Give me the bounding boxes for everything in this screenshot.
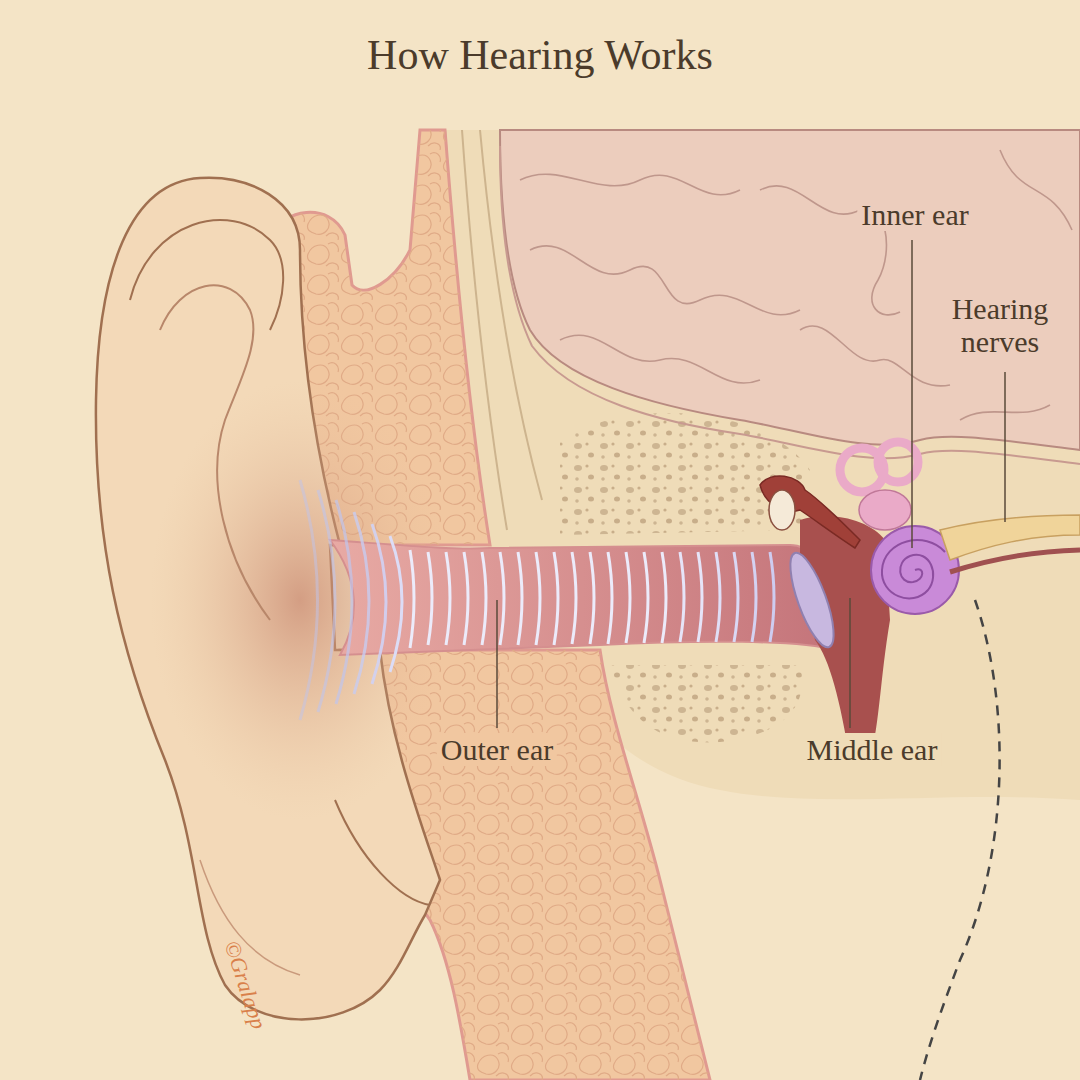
sound-waves [354,512,369,694]
sound-waves [300,480,774,720]
sound-waves [626,552,630,643]
part-label: Outer ear [437,733,557,766]
brain [520,174,740,195]
sound-waves [608,552,612,644]
brain [500,130,1080,450]
sound-waves [590,552,594,644]
sound-waves [518,552,522,645]
sound-waves [390,536,402,672]
brain [500,130,1080,464]
sound-waves [752,552,756,642]
sound-waves [464,552,468,645]
sound-waves [644,552,648,643]
brain [800,326,950,386]
inner-ear [840,442,959,614]
sound-waves [372,524,386,684]
leader-line [497,240,1005,728]
sound-waves [662,552,666,643]
sound-waves [536,552,540,645]
sound-waves [428,552,432,645]
temporal-bone [560,413,810,535]
diagram-title: How Hearing Works [367,32,713,78]
sound-waves [680,552,684,642]
hearing-nerve [940,515,1080,572]
sound-waves [336,500,352,704]
sound-waves [446,552,450,645]
pinna [130,220,283,330]
part-label: Inner ear [857,198,972,231]
leader-line [849,598,851,728]
sound-waves [734,552,738,642]
dashed-outline [920,600,1000,1080]
ear-canal [330,540,835,655]
pinna [335,800,430,905]
sound-waves [410,550,414,648]
temporal-bone [610,665,802,742]
inner-ear [859,490,911,530]
inner-ear [882,540,945,598]
part-label: Middle ear [803,733,942,766]
ear-canal [330,540,835,655]
sound-waves [554,552,558,645]
sound-waves [500,552,504,645]
sound-waves [698,552,702,642]
sound-waves [482,552,486,645]
middle-ear [769,490,795,530]
brain [1000,150,1072,230]
part-label: Hearing nerves [930,292,1070,358]
pinna [200,860,300,975]
pinna [160,285,270,620]
brain [530,246,800,315]
sound-waves [318,490,335,712]
sound-waves [770,552,774,642]
dashed-outline [920,600,1000,1080]
hearing-nerve [950,550,1080,572]
middle-ear [782,548,843,652]
sound-waves [716,552,720,642]
leader-line [1004,372,1006,522]
sound-waves [572,552,576,644]
leader-line [911,240,913,548]
brain [560,335,760,383]
brain [500,146,1080,464]
sound-waves [300,480,318,720]
leader-line [496,600,498,728]
